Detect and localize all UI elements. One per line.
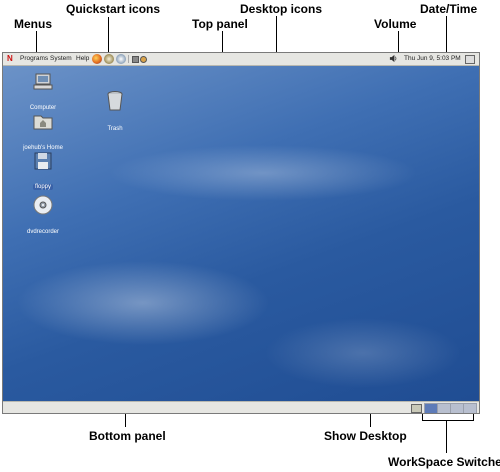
leader-line xyxy=(108,17,109,53)
trash-icon xyxy=(107,91,123,111)
email-icon[interactable] xyxy=(104,54,114,64)
desktop-icon-label: floppy xyxy=(32,184,53,190)
leader-line xyxy=(422,412,423,421)
leader-line xyxy=(398,31,399,53)
callout-datetime: Date/Time xyxy=(420,2,478,16)
leader-line xyxy=(36,31,37,53)
callout-menus: Menus xyxy=(14,17,53,31)
callout-top-panel: Top panel xyxy=(192,17,248,31)
callout-workspace-switcher: WorkSpace Switcher xyxy=(388,455,500,469)
menu-programs[interactable]: Programs xyxy=(20,55,49,62)
desktop-icon-floppy[interactable]: floppy xyxy=(17,152,69,193)
leader-line xyxy=(422,420,474,421)
desktop-screen[interactable]: N Programs System Help Thu Jun 9, 5:03 P… xyxy=(2,52,480,414)
desktop-icon-dvd[interactable]: dvdrecorder xyxy=(17,195,69,238)
desktop-icon-home[interactable]: joehub's Home xyxy=(17,113,69,154)
panel-separator xyxy=(128,55,129,63)
leader-line xyxy=(473,412,474,421)
callout-volume: Volume xyxy=(374,17,417,31)
home-folder-icon xyxy=(33,115,53,130)
leader-line xyxy=(125,411,126,427)
top-panel: N Programs System Help Thu Jun 9, 5:03 P… xyxy=(3,53,479,66)
desktop-icon-label: dvdrecorder xyxy=(26,229,59,235)
leader-line xyxy=(446,420,447,453)
leader-line xyxy=(370,411,371,427)
callout-bottom-panel: Bottom panel xyxy=(89,429,166,443)
gimp-icon[interactable] xyxy=(116,54,126,64)
distro-logo[interactable]: N xyxy=(7,54,13,63)
workspace-4[interactable] xyxy=(463,403,477,413)
workspace-2[interactable] xyxy=(437,403,451,413)
volume-icon[interactable] xyxy=(389,54,398,63)
clock[interactable]: Thu Jun 9, 5:03 PM xyxy=(404,55,461,62)
desktop-icon-computer[interactable]: Computer xyxy=(17,73,69,114)
desktop-icon-label: Computer xyxy=(29,105,57,111)
firefox-icon[interactable] xyxy=(92,54,102,64)
floppy-icon xyxy=(34,152,52,170)
desktop-icon-label: joehub's Home xyxy=(23,145,63,151)
menu-system[interactable]: System xyxy=(50,55,72,62)
show-desktop-button[interactable] xyxy=(411,404,422,413)
bottom-panel xyxy=(3,401,479,413)
callout-quickstart: Quickstart icons xyxy=(66,2,161,16)
window-icon[interactable] xyxy=(132,56,139,63)
callout-desktop-icons: Desktop icons xyxy=(240,2,323,16)
desktop-icon-trash[interactable]: Trash xyxy=(89,90,141,135)
computer-icon xyxy=(33,73,53,90)
dvd-icon xyxy=(33,195,53,215)
desktop-icon-label: Trash xyxy=(107,126,123,132)
workspace-3[interactable] xyxy=(450,403,464,413)
leader-line xyxy=(446,16,447,53)
callout-show-desktop: Show Desktop xyxy=(324,429,407,443)
workspace-1[interactable] xyxy=(424,403,438,413)
menu-help[interactable]: Help xyxy=(76,55,90,62)
tray-icon[interactable] xyxy=(465,55,475,64)
settings-icon[interactable] xyxy=(140,56,147,63)
leader-line xyxy=(222,31,223,53)
